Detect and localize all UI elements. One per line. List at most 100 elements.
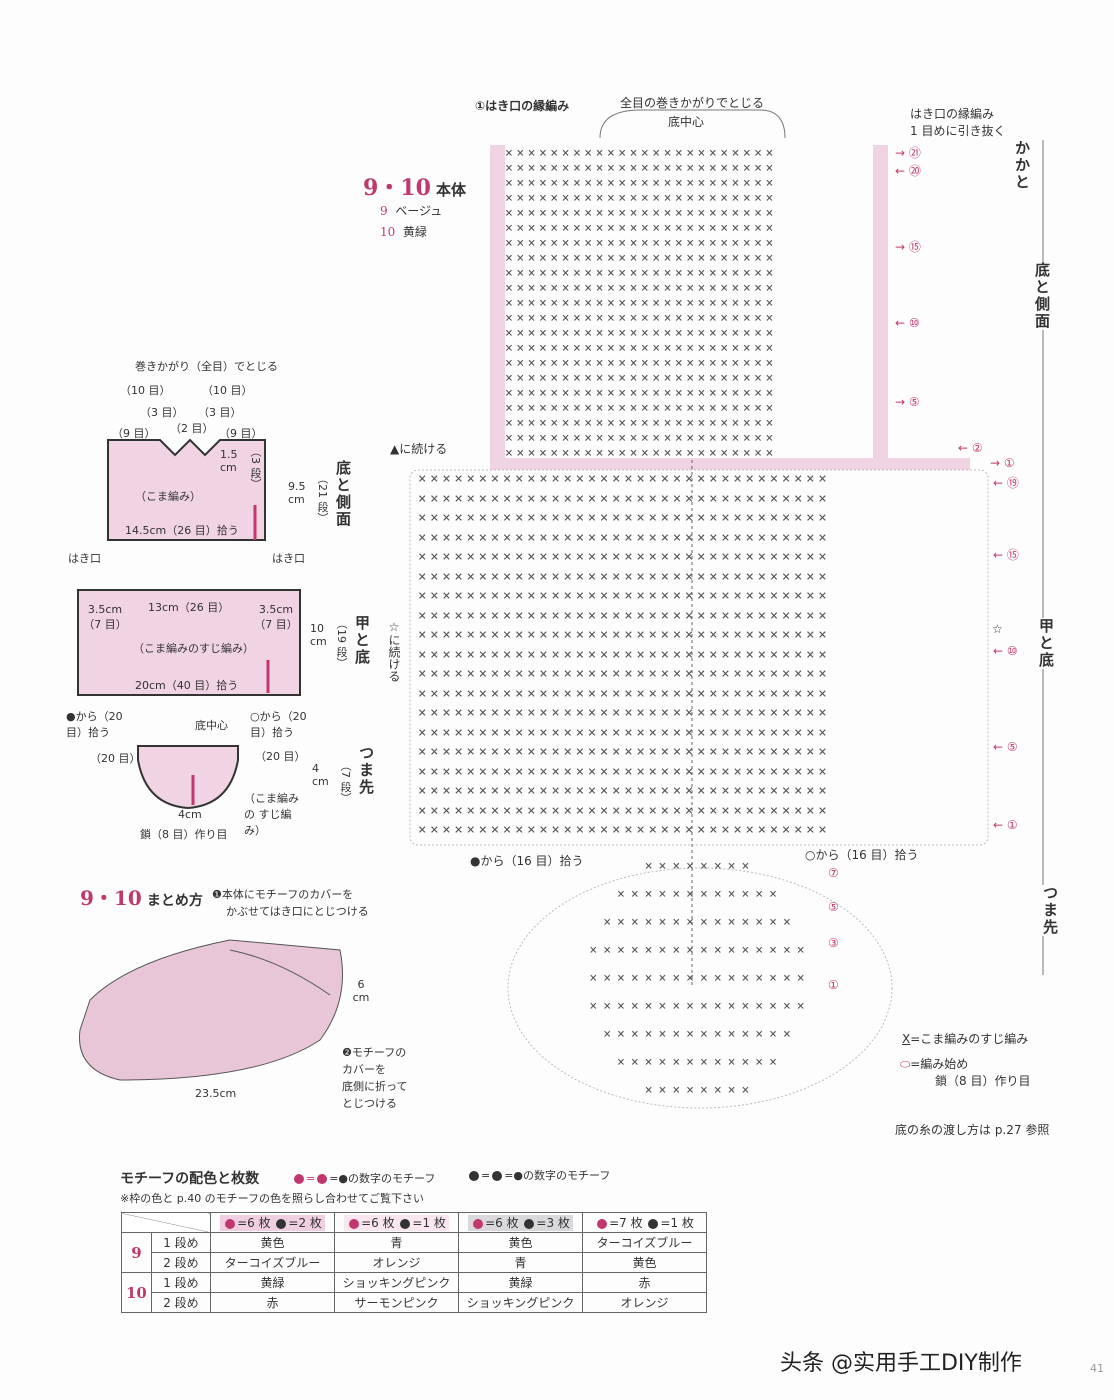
row-marker: ← ⑩ bbox=[993, 644, 1018, 658]
row-marker: ① bbox=[828, 978, 839, 992]
schematic-label: はき口 bbox=[68, 552, 101, 565]
assembly-height: 6 cm bbox=[352, 978, 370, 1004]
bracket bbox=[599, 109, 786, 139]
edge-right-label-2: 1 目めに引き抜く bbox=[910, 124, 1006, 138]
watermark: 头条 @实用手工DIY制作 bbox=[780, 1351, 1022, 1376]
schematic-toe bbox=[137, 745, 239, 810]
schematic-label: （2 目） bbox=[170, 422, 214, 435]
stitch-row: ×××××××××××××××××××××××××××××××××× bbox=[418, 529, 831, 546]
stitch-row: ×××××××××××××××××××××××× bbox=[505, 146, 777, 161]
schematic-label: 14.5cm（26 目）拾う bbox=[125, 524, 239, 537]
stitch-grid-toe: ××××××××××××××××××××××××××××××××××××××××… bbox=[520, 860, 880, 1112]
assembly-title: 9・10 まとめ方 bbox=[80, 886, 203, 910]
schematic-label: （こま編みの すじ編み） bbox=[244, 792, 299, 837]
row-marker: → ⑮ bbox=[895, 240, 921, 254]
table-cell: 黄色 bbox=[210, 1232, 335, 1253]
table-row: 2 段めターコイズブルーオレンジ青黄色 bbox=[122, 1252, 707, 1273]
assembly-step1b: かぶせてはき口にとじつける bbox=[226, 905, 369, 918]
stitch-row: ×××××××××××××××××××××××× bbox=[505, 341, 777, 356]
schematic-label: （9 目） bbox=[219, 427, 263, 440]
edge-band-left bbox=[490, 145, 505, 463]
slipper-illustration bbox=[79, 939, 343, 1081]
legend-x: X=こま編みのすじ編み bbox=[902, 1032, 1029, 1046]
center-label: 底中心 bbox=[668, 115, 705, 129]
assembly-step1: ❶本体にモチーフのカバーを bbox=[212, 888, 354, 901]
star-label: ☆ bbox=[992, 622, 1003, 636]
table-header: =6 枚 =3 枚 bbox=[458, 1212, 583, 1233]
stitch-row: ×××××××××××××××××××××××××××××××××× bbox=[418, 744, 831, 760]
row-marker: → ⑤ bbox=[895, 395, 920, 409]
table-round: 2 段め bbox=[150, 1292, 212, 1313]
schematic-label: 巻きかがり（全目）でとじる bbox=[135, 360, 278, 373]
table-header: =7 枚 =1 枚 bbox=[582, 1212, 707, 1233]
table-cell: ターコイズブルー bbox=[210, 1252, 335, 1273]
schematic-label: （10 目） bbox=[120, 384, 171, 397]
table-cell: ターコイズブルー bbox=[582, 1232, 707, 1253]
stitch-row: ×××××××××××××××××××××××× bbox=[505, 416, 777, 431]
stitch-row: ×××××××××××××××××××××××××××××××××× bbox=[418, 763, 831, 780]
table-group: 9 bbox=[121, 1232, 152, 1273]
instep-label: 甲と底 bbox=[1036, 618, 1057, 669]
instep-outline bbox=[409, 469, 989, 846]
table-group: 10 bbox=[121, 1272, 152, 1313]
stitch-row: ×××××××××××××××××××××××× bbox=[505, 356, 777, 371]
pickup-right: ○から（16 目）拾う bbox=[805, 848, 919, 862]
table-cell: 黄緑 bbox=[210, 1272, 335, 1293]
assembly-step2: ❷モチーフのカバーを底側に折ってとじつける bbox=[342, 1046, 408, 1110]
stitch-row: ×××××××××××××××××××××××××××××××××× bbox=[418, 471, 831, 487]
table-cell: ショッキングピンク bbox=[458, 1292, 583, 1313]
assembly-length: 23.5cm bbox=[195, 1087, 237, 1100]
stitch-row: ×××××××××××××××××××××××××××××××××× bbox=[418, 490, 831, 507]
schematic-label: （こま編みのすじ編み） bbox=[133, 642, 254, 655]
key-black: ==●の数字のモチーフ bbox=[467, 1167, 610, 1183]
continue-label: ▲に続ける bbox=[390, 442, 448, 456]
stitch-row: ×××××××××××××××××××××××××××××××××× bbox=[418, 588, 831, 604]
schematic-label: （3 段） bbox=[249, 446, 262, 490]
stitch-row: ×××××××××××××××××××××××××××××××××× bbox=[418, 783, 831, 799]
schematic-label: 底中心 bbox=[195, 719, 228, 732]
row-marker: ③ bbox=[828, 936, 839, 950]
table-round: 1 段め bbox=[150, 1272, 212, 1293]
toe-label: つま先 bbox=[1040, 885, 1061, 936]
schematic-label: （7 段） bbox=[339, 760, 352, 804]
schematic-label: （9 目） bbox=[112, 427, 156, 440]
schematic-bottom-side bbox=[107, 438, 266, 541]
slipper-opening bbox=[229, 949, 331, 996]
schematic-label: （21 段） bbox=[316, 473, 329, 524]
table-header: =6 枚 =2 枚 bbox=[210, 1212, 335, 1233]
table-round: 2 段め bbox=[150, 1252, 212, 1273]
stitch-row: ×××××××××××××××××××××××× bbox=[505, 371, 777, 386]
stitch-row: ×××××××××××××××××××××××× bbox=[505, 191, 777, 206]
schematic-label: ○から（20 目）拾う bbox=[250, 710, 307, 739]
edge-right-label: はき口の縁編み bbox=[910, 107, 995, 121]
stitch-row: ×××××××××××××××××××××××××××××××××× bbox=[418, 568, 831, 585]
stitch-row: ×××××××××××××××××××××××× bbox=[505, 176, 777, 191]
stitch-row: ×××××××××××××××××××××××× bbox=[505, 296, 777, 311]
table-cell: 黄色 bbox=[582, 1252, 707, 1273]
table-cell: オレンジ bbox=[334, 1252, 459, 1273]
stitch-row: ×××××××××××××××××××××××××××××××××× bbox=[418, 510, 831, 526]
schematic-label: 4 cm bbox=[312, 762, 329, 788]
stitch-row: ×××××××××××××××××××××××× bbox=[505, 326, 777, 341]
stitch-row: ×××××××××××××××××××××××××××××××××× bbox=[418, 802, 831, 819]
stitch-row: ×××××××××××××××××××××××× bbox=[505, 281, 777, 296]
legend-start-2: 鎖（8 目）作り目 bbox=[935, 1074, 1031, 1088]
table-cell: 赤 bbox=[582, 1272, 707, 1293]
schematic-label: （3 目） bbox=[140, 406, 184, 419]
stitch-row: ×××××××××××××××××××××××××××××××××× bbox=[418, 705, 831, 721]
row-marker: ← ① bbox=[993, 818, 1018, 832]
stitch-row: ×××××××××××××××× bbox=[589, 943, 811, 958]
stitch-row: ×××××××××××××××××××××××××××××××××× bbox=[418, 724, 831, 741]
pickup-left: ●から（16 目）拾う bbox=[470, 854, 584, 868]
stitch-grid-instep: ×××××××××××××××××××××××××××××××××× ××××××… bbox=[418, 472, 830, 843]
stitch-row: ×××××××××××××××××××××××××××××××××× bbox=[418, 549, 831, 565]
color-9: 9 ベージュ bbox=[380, 204, 443, 218]
table-cell: 青 bbox=[458, 1252, 583, 1273]
edge-band-right bbox=[873, 145, 888, 463]
heel-label: かかと bbox=[1013, 140, 1031, 191]
row-marker: ← ⑲ bbox=[993, 476, 1019, 490]
stitch-row: ×××××××××××××××××××××××××××××××××× bbox=[418, 822, 831, 838]
schematic-label: 1.5 cm bbox=[220, 448, 238, 474]
